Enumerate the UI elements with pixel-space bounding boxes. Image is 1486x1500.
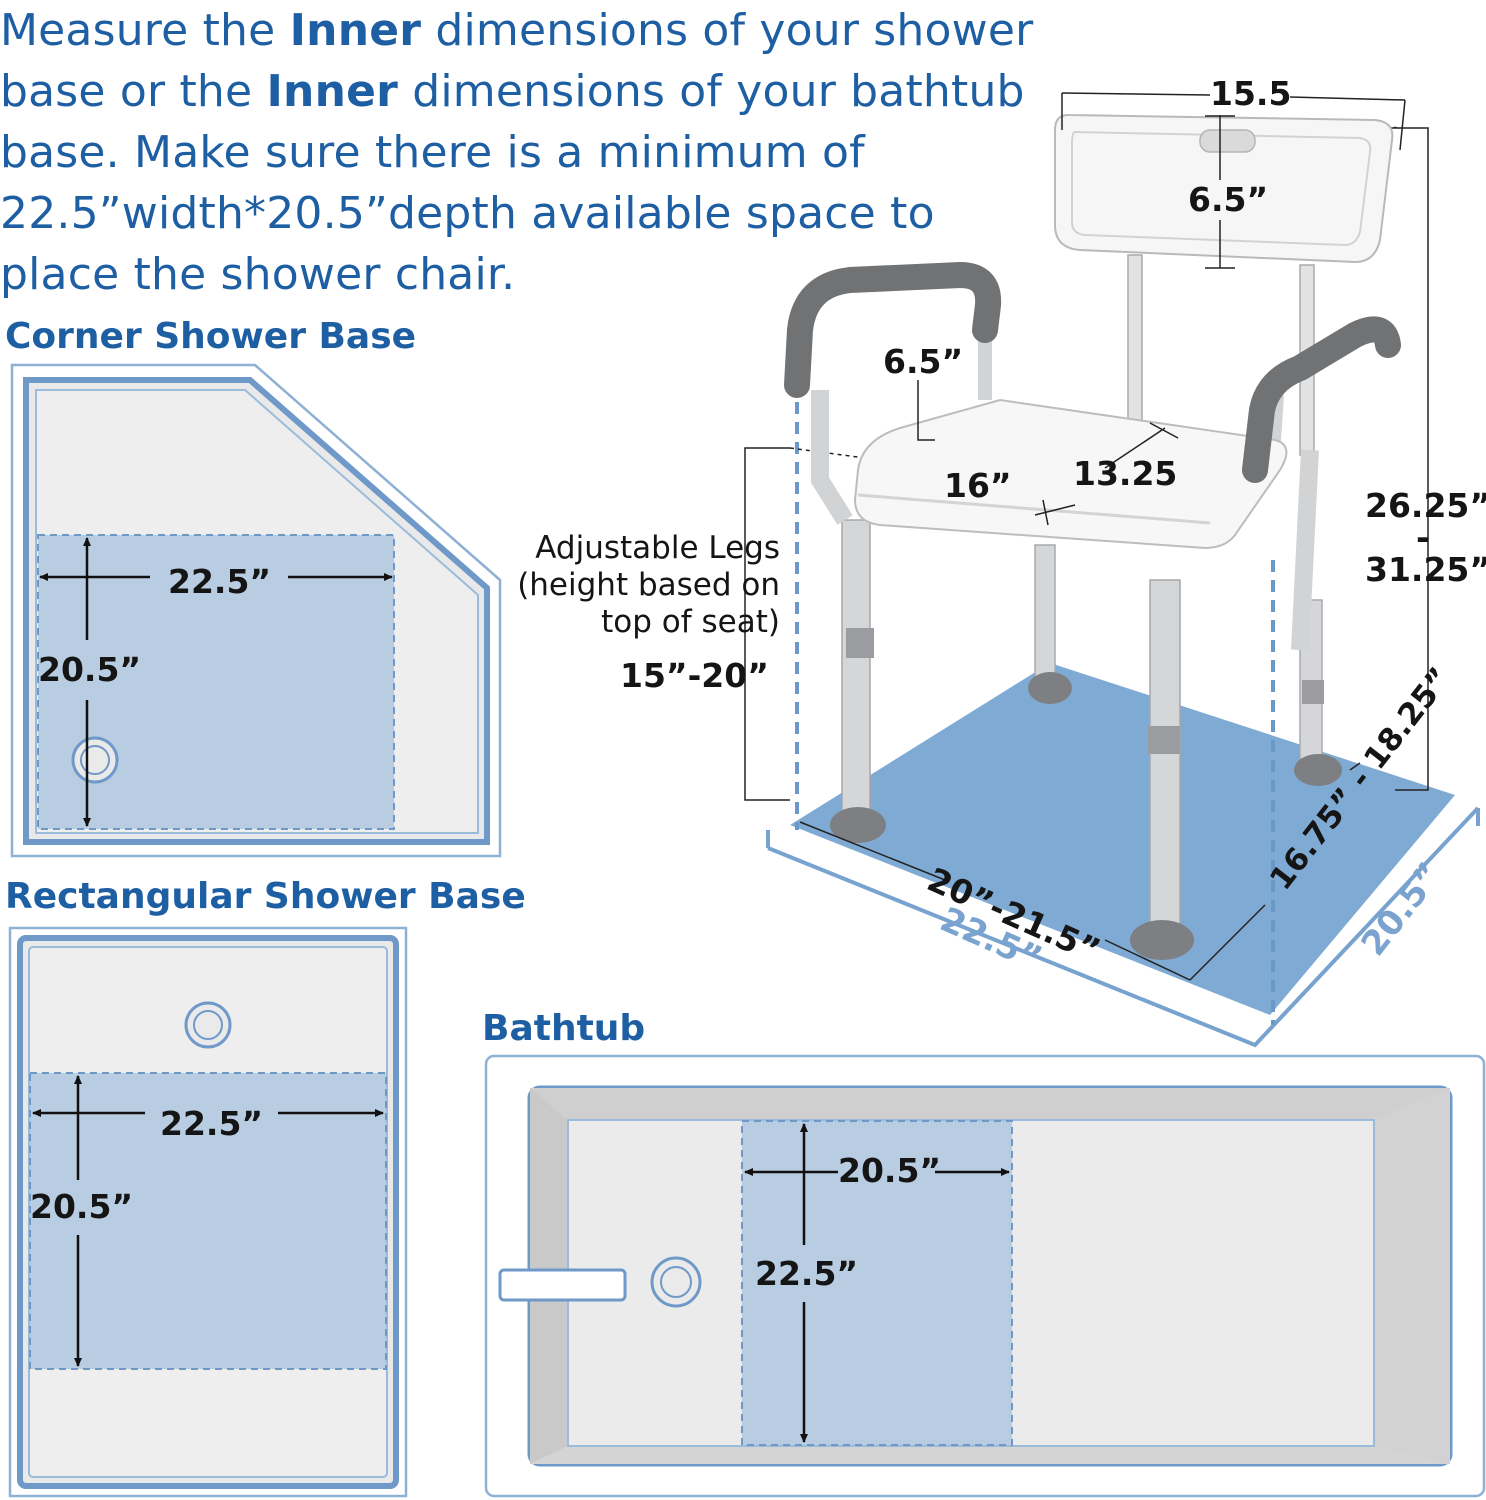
intro-text: Measure the Inner dimensions of your sho… (0, 0, 1060, 305)
bathtub-faucet (498, 1268, 627, 1302)
legs-range-label: 15”-20” (620, 656, 769, 695)
total-height-dash: - (1416, 518, 1430, 557)
intro-part-1: Measure the (0, 5, 290, 56)
intro-part-2: dimensions of your shower base or the (0, 5, 1034, 117)
bathtub-heading: Bathtub (482, 1008, 646, 1049)
back-height-label: 6.5” (1188, 180, 1269, 219)
right-armrest (1242, 316, 1401, 483)
bathtub-available-space (741, 1120, 1013, 1446)
total-height-min-label: 26.25” (1365, 486, 1486, 525)
corner-shower-base (10, 363, 502, 858)
seat-depth-label: 13.25 (1073, 454, 1178, 493)
backrest (1054, 113, 1394, 264)
corner-base-heading: Corner Shower Base (5, 316, 417, 357)
arm-height-label: 6.5” (883, 342, 964, 381)
corner-width-label: 22.5” (168, 562, 272, 601)
bathtub-width-label: 20.5” (838, 1151, 942, 1190)
rectangular-shower-base (8, 926, 408, 1498)
seat-width-label: 16” (944, 466, 1012, 505)
adjustable-legs-note: Adjustable Legs (height based on top of … (517, 530, 780, 640)
intro-inner-b: Inner (266, 66, 399, 117)
rect-depth-label: 20.5” (30, 1187, 134, 1226)
back-width-label: 15.5 (1210, 74, 1292, 113)
floor-area (790, 663, 1455, 1015)
rect-base-heading: Rectangular Shower Base (5, 876, 526, 917)
corner-depth-label: 20.5” (38, 650, 142, 689)
total-height-max-label: 31.25” (1365, 550, 1486, 589)
left-armrest (784, 261, 1002, 398)
bathtub (484, 1054, 1486, 1498)
seat (853, 398, 1288, 550)
rect-available-space (29, 1072, 387, 1370)
bathtub-depth-label: 22.5” (755, 1254, 859, 1293)
intro-part-3: dimensions of your bathtub base. Make su… (0, 66, 1025, 300)
intro-inner-a: Inner (289, 5, 422, 56)
rect-width-label: 22.5” (160, 1104, 264, 1143)
